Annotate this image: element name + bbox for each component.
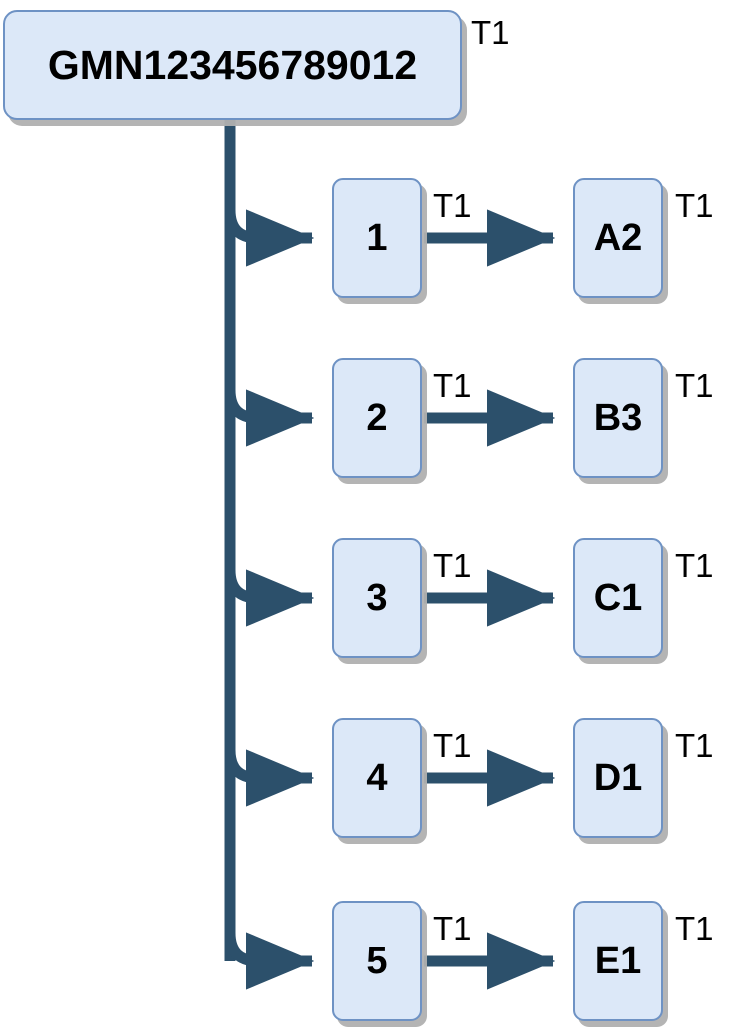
node-end-5-label: E1	[594, 940, 642, 982]
node-middle-4[interactable]: 4	[332, 718, 422, 838]
edge-label-end-3: T1	[675, 547, 714, 584]
edge-label-middle-3: T1	[433, 547, 472, 584]
edge-label-end-5: T1	[675, 910, 714, 947]
node-end-5[interactable]: E1	[573, 901, 663, 1021]
branch-connector-4	[224, 749, 315, 807]
node-root[interactable]: GMN123456789012	[3, 10, 462, 120]
edge-label-end-4: T1	[675, 727, 714, 764]
node-middle-5-label: 5	[366, 940, 388, 982]
node-end-2[interactable]: B3	[573, 358, 663, 478]
node-end-1[interactable]: A2	[573, 178, 663, 298]
node-end-1-label: A2	[593, 217, 643, 259]
node-middle-4-label: 4	[366, 757, 388, 799]
trunk-edges	[224, 120, 315, 990]
node-end-4-label: D1	[593, 757, 643, 799]
node-middle-3-label: 3	[366, 577, 388, 619]
node-middle-1[interactable]: 1	[332, 178, 422, 298]
edge-label-middle-5: T1	[433, 910, 472, 947]
edge-label-middle-1: T1	[433, 187, 472, 224]
node-root-tag: T1	[471, 14, 510, 51]
edge-label-end-2: T1	[675, 367, 714, 404]
node-middle-5[interactable]: 5	[332, 901, 422, 1021]
node-middle-2-label: 2	[366, 397, 388, 439]
edge-label-middle-4: T1	[433, 727, 472, 764]
node-end-4[interactable]: D1	[573, 718, 663, 838]
branch-connector-1	[224, 209, 315, 267]
node-middle-3[interactable]: 3	[332, 538, 422, 658]
node-end-3[interactable]: C1	[573, 538, 663, 658]
branch-connector-5	[224, 932, 315, 990]
edge-label-end-1: T1	[675, 187, 714, 224]
edge-label-middle-2: T1	[433, 367, 472, 404]
branch-connector-2	[224, 389, 315, 447]
node-root-label: GMN123456789012	[47, 41, 418, 88]
node-end-3-label: C1	[593, 577, 643, 619]
node-middle-2[interactable]: 2	[332, 358, 422, 478]
link-edges	[424, 209, 556, 990]
branch-connector-3	[224, 569, 315, 627]
node-end-2-label: B3	[593, 397, 643, 439]
node-middle-1-label: 1	[366, 217, 388, 259]
